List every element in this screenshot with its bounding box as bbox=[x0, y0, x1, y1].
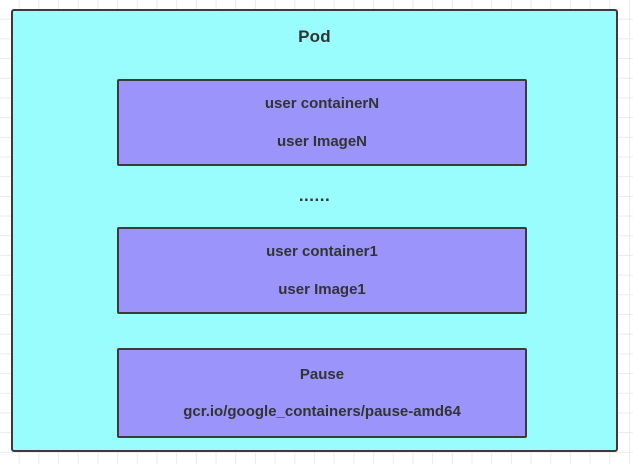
container-image-label: user ImageN bbox=[276, 132, 368, 150]
container-image-label: gcr.io/google_containers/pause-amd64 bbox=[183, 403, 461, 420]
ellipsis-separator: ...... bbox=[298, 186, 331, 205]
container-name-label: Pause bbox=[299, 365, 345, 383]
container-name-label: user container1 bbox=[266, 243, 378, 261]
pod-title: Pod bbox=[298, 27, 331, 46]
pod-container-box: Pod user containerN user ImageN ...... u… bbox=[11, 9, 618, 452]
container-box-user-container1: user container1 user Image1 bbox=[117, 227, 527, 314]
container-image-label: user Image1 bbox=[278, 280, 366, 298]
container-box-pause: Pause gcr.io/google_containers/pause-amd… bbox=[117, 348, 527, 438]
container-name-label: user containerN bbox=[264, 95, 380, 113]
container-box-user-containerN: user containerN user ImageN bbox=[117, 79, 527, 166]
